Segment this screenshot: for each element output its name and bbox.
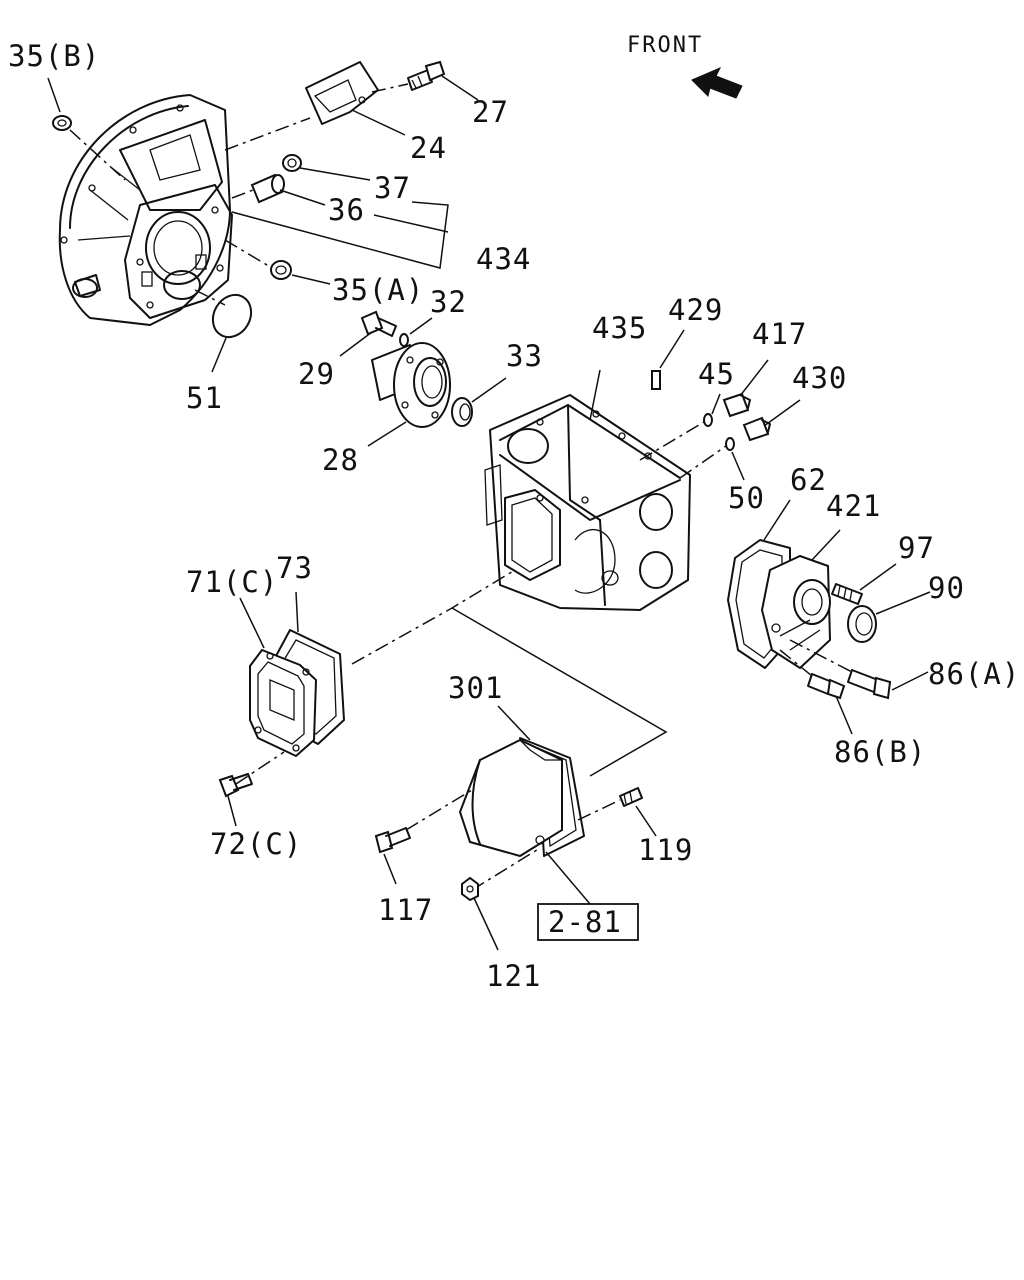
label-29: 29	[298, 357, 335, 391]
part-35b-nut	[52, 115, 72, 131]
part-35a-nut	[270, 260, 292, 280]
label-71c: 71(C)	[186, 565, 278, 599]
label-417: 417	[752, 317, 807, 351]
part-421-rear-cover	[760, 554, 832, 670]
part-51-plug	[211, 293, 253, 339]
label-72c: 72(C)	[210, 827, 302, 861]
clutch-housing	[58, 94, 233, 326]
part-27-bolt	[407, 60, 446, 91]
label-430: 430	[792, 361, 847, 395]
part-417-plug	[722, 392, 751, 418]
label-429: 429	[668, 293, 723, 327]
part-301-cover	[458, 737, 585, 858]
part-429-pin	[651, 370, 661, 390]
label-28: 28	[322, 443, 359, 477]
part-71c-cover	[249, 648, 318, 758]
part-86b-bolt	[807, 673, 846, 700]
label-45: 45	[698, 357, 735, 391]
part-119-stud	[619, 787, 643, 807]
part-97-stud	[831, 583, 863, 605]
label-86a: 86(A)	[928, 657, 1020, 691]
label-73: 73	[276, 551, 313, 585]
label-435: 435	[592, 311, 647, 345]
part-32-oring	[399, 333, 409, 347]
part-435-transmission-case	[484, 394, 691, 611]
part-45-oring	[703, 413, 713, 427]
front-arrow-icon	[691, 67, 743, 99]
label-90: 90	[928, 571, 965, 605]
part-430-plug	[742, 416, 771, 442]
label-97: 97	[898, 531, 935, 565]
label-301: 301	[448, 671, 503, 705]
label-421: 421	[826, 489, 881, 523]
label-35b: 35(B)	[8, 39, 100, 73]
label-121: 121	[486, 959, 541, 993]
label-35a: 35(A)	[332, 273, 424, 307]
label-36: 36	[328, 193, 365, 227]
part-117-bolt	[374, 827, 411, 854]
label-27: 27	[472, 95, 509, 129]
label-33: 33	[506, 339, 543, 373]
part-36-dowel	[250, 173, 285, 204]
label-51: 51	[186, 381, 223, 415]
part-28-retainer	[371, 342, 451, 428]
label-62: 62	[790, 463, 827, 497]
front-label: FRONT	[627, 33, 703, 58]
label-37: 37	[374, 171, 411, 205]
label-86b: 86(B)	[834, 735, 926, 769]
reference-box-label: 2-81	[548, 905, 622, 939]
part-33-seal	[451, 397, 473, 427]
part-24-bracket	[305, 61, 379, 125]
label-434: 434	[476, 242, 531, 276]
label-50: 50	[728, 481, 765, 515]
reference-box	[537, 903, 639, 941]
label-24: 24	[410, 131, 447, 165]
part-29-bolt	[360, 310, 397, 337]
part-121-nut	[461, 876, 479, 902]
part-86a-bolt	[847, 669, 892, 700]
part-50-oring	[725, 437, 735, 451]
part-90-oil-seal	[847, 605, 877, 643]
part-37-cap	[282, 154, 302, 172]
label-32: 32	[430, 285, 467, 319]
label-119: 119	[638, 833, 693, 867]
label-117: 117	[378, 893, 433, 927]
part-72c-bolt	[218, 773, 253, 798]
